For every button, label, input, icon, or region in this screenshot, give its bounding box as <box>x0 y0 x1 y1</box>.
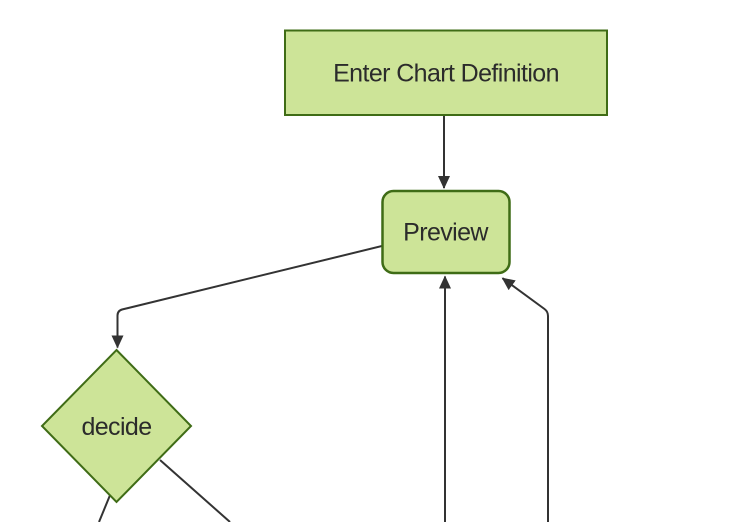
enter-chart-definition-label: Enter Chart Definition <box>333 60 559 88</box>
node-enter-chart-definition: Enter Chart Definition <box>284 29 608 116</box>
preview-rect <box>381 189 511 275</box>
edge-decide-to-offscreen-bottom-right <box>159 459 231 522</box>
edge-offscreen-bottom-right-to-preview <box>501 277 549 522</box>
decide-label: decide <box>81 413 151 441</box>
edge-preview-to-decide <box>111 245 383 349</box>
preview-label: Preview <box>403 219 489 247</box>
node-decide: decide <box>40 348 193 504</box>
decide-diamond <box>40 348 193 504</box>
enter-chart-definition-rect <box>284 29 608 116</box>
edges-layer <box>98 115 549 522</box>
node-preview: Preview <box>381 189 511 275</box>
edge-decide-to-offscreen-bottom-left <box>98 493 112 522</box>
